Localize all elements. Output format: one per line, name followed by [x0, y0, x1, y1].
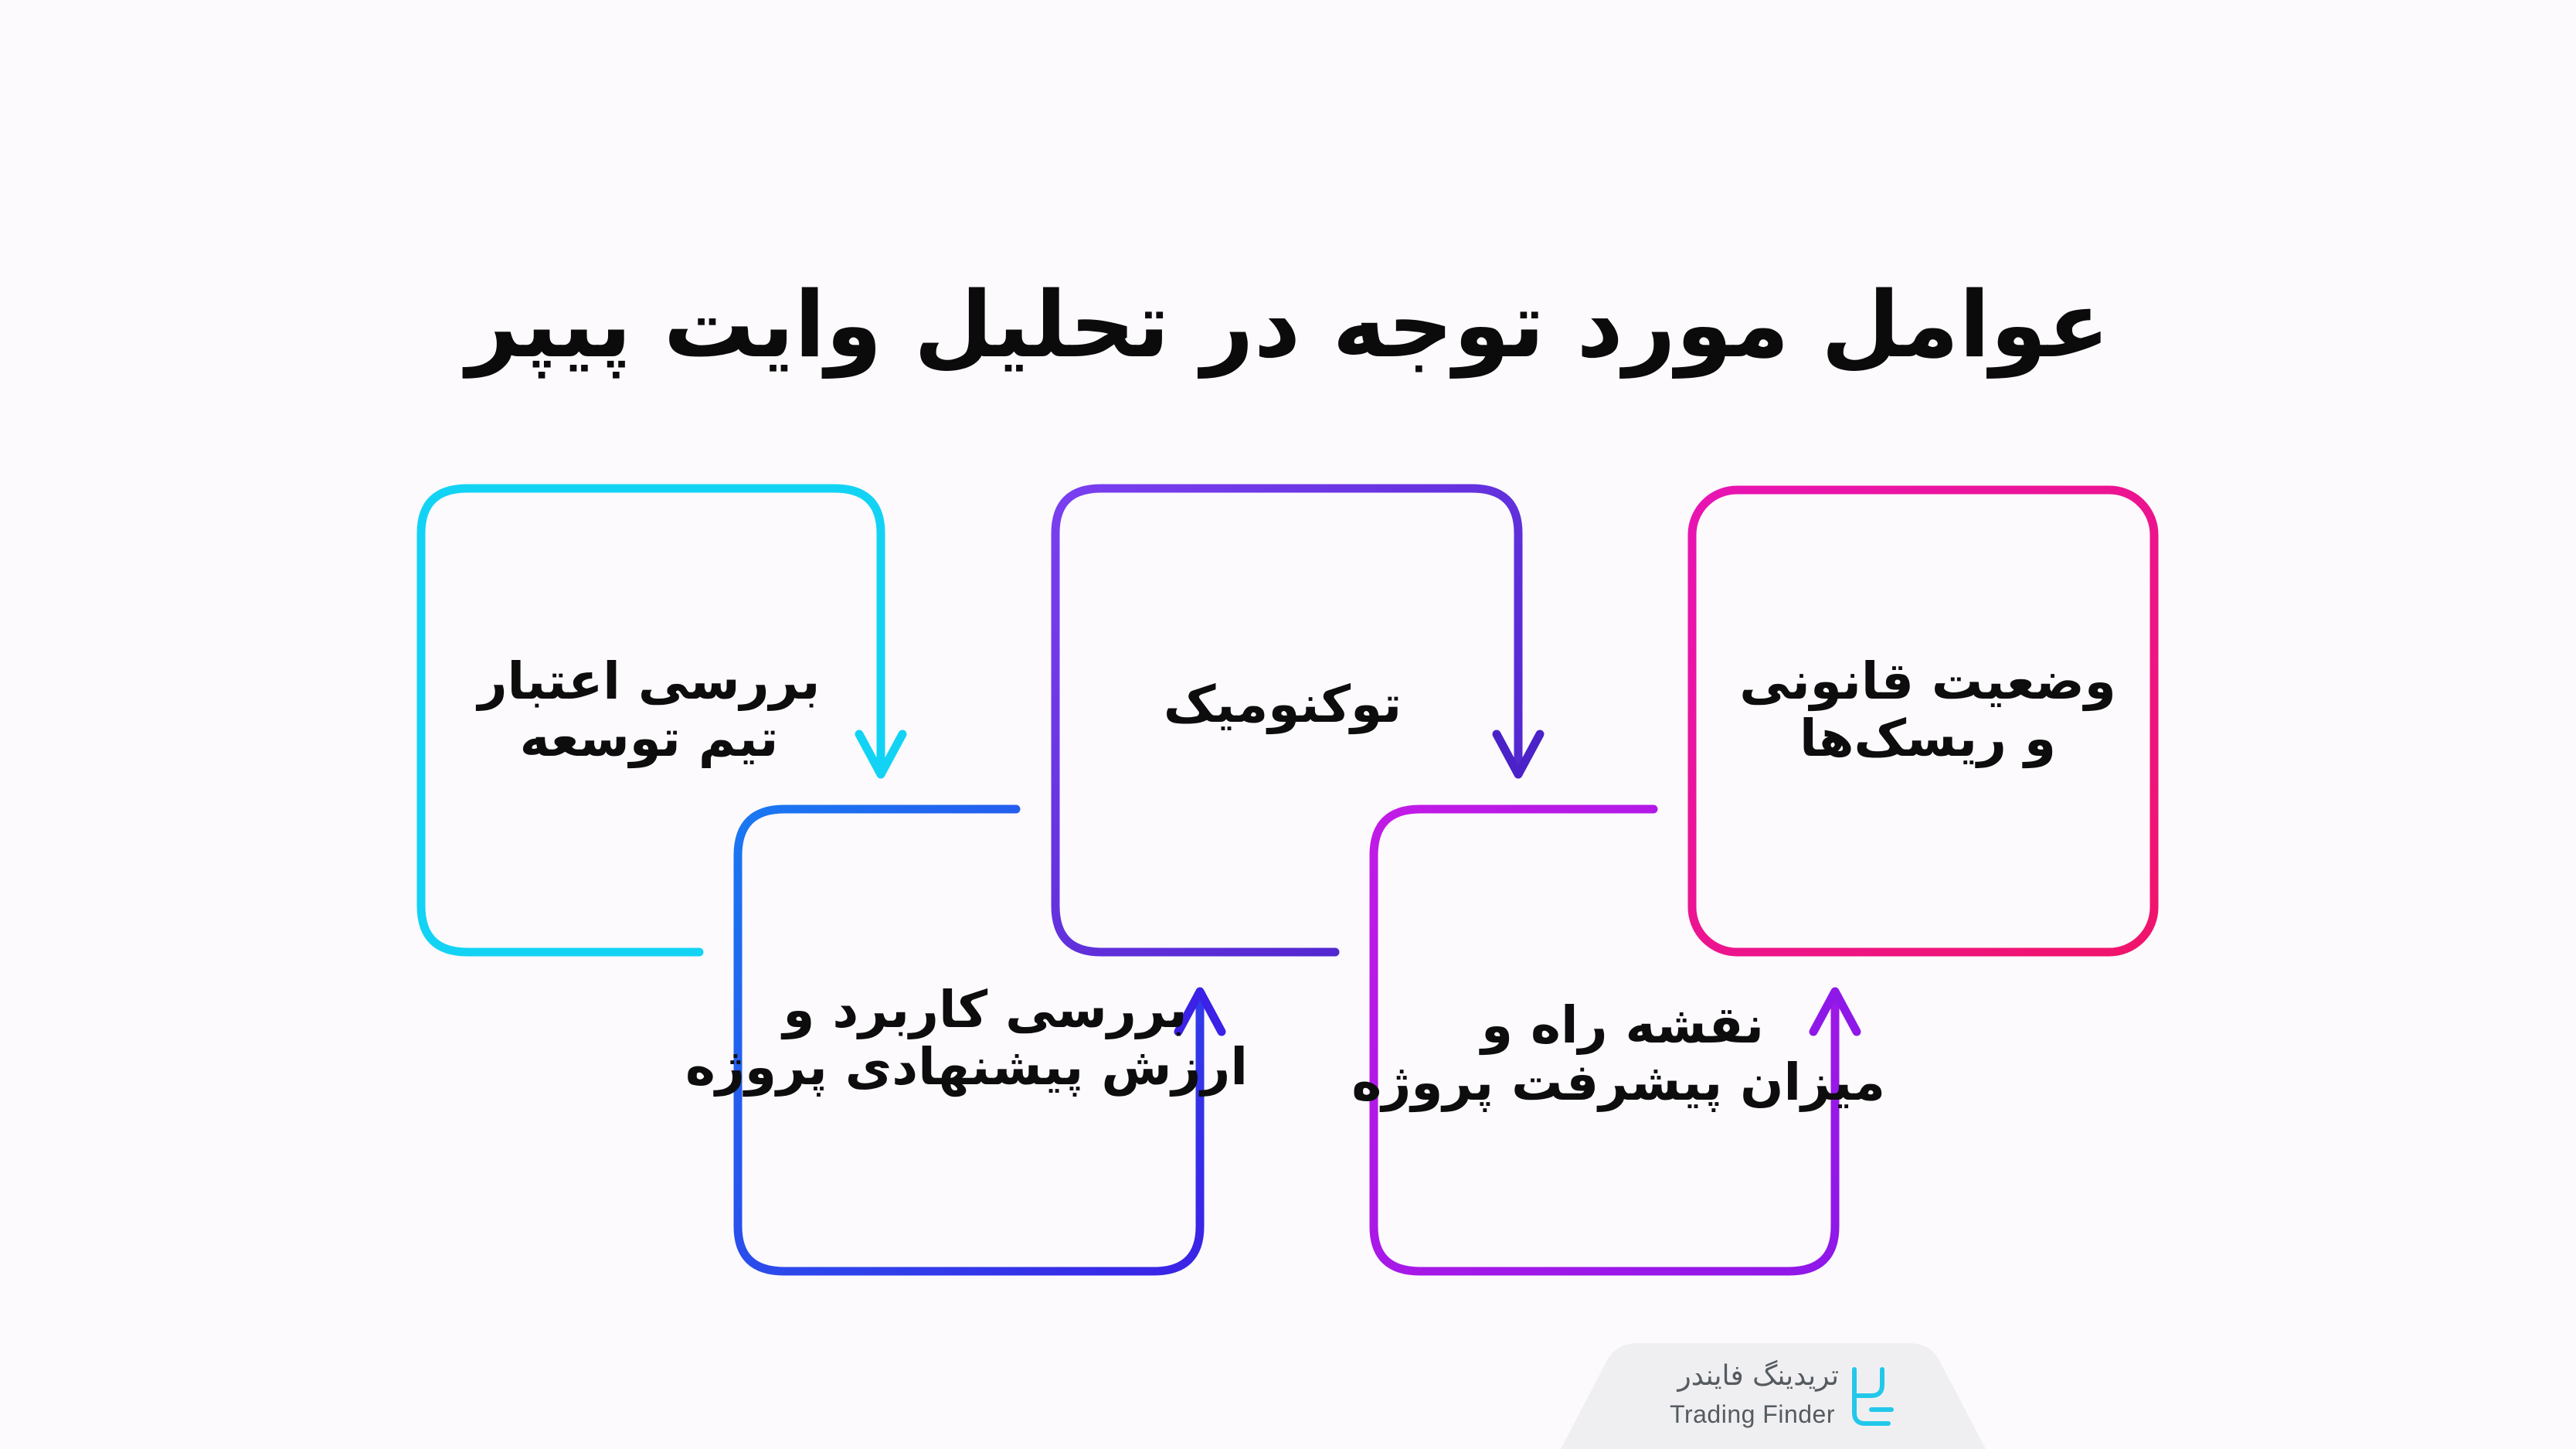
step-team-line-2: تیم توسعه	[519, 708, 779, 768]
step-token-label: توکنومیک	[1066, 676, 1499, 733]
trading-finder-logo-icon	[1852, 1367, 1894, 1426]
step-legal-label: وضعیت قانونی و ریسک‌ها	[1700, 653, 2156, 767]
step-legal-line-2: و ریسک‌ها	[1799, 708, 2057, 768]
step-team-line-1: بررسی اعتبار	[477, 651, 821, 711]
step-usage-label: بررسی کاربرد و ارزش پیشنهادی پروژه	[685, 980, 1248, 1097]
brand-name-en: Trading Finder	[1670, 1400, 1835, 1428]
step-team-frame	[416, 484, 885, 957]
step-roadmap-line-2: میزان پیشرفت پروژه	[1351, 1052, 1885, 1112]
step-usage-frame	[733, 804, 1205, 1276]
step-token-arrow-icon	[1492, 730, 1545, 779]
step-team-arrow-icon	[855, 730, 907, 779]
step-legal-line-1: وضعیت قانونی	[1739, 651, 2116, 711]
step-usage-arrow-icon	[1174, 987, 1226, 1036]
step-roadmap-line-1: نقشه راه و	[1480, 995, 1765, 1055]
step-token-line-1: توکنومیک	[1163, 675, 1402, 734]
brand-tab	[1561, 1343, 1986, 1449]
step-roadmap-arrow-icon	[1809, 987, 1861, 1036]
step-token-frame	[1051, 484, 1523, 957]
step-legal-frame	[1687, 485, 2159, 957]
step-team-label: بررسی اعتبار تیم توسعه	[433, 653, 865, 767]
step-usage-line-1: بررسی کاربرد و	[783, 980, 1188, 1039]
step-roadmap-frame	[1369, 804, 1840, 1276]
step-usage-line-2: ارزش پیشنهادی پروژه	[685, 1036, 1248, 1097]
page-title: عوامل مورد توجه در تحلیل وایت پیپر	[466, 271, 2110, 378]
brand-name-fa: تریدینگ فایندر	[1677, 1360, 1839, 1392]
step-roadmap-label: نقشه راه و میزان پیشرفت پروژه	[1351, 995, 1885, 1112]
